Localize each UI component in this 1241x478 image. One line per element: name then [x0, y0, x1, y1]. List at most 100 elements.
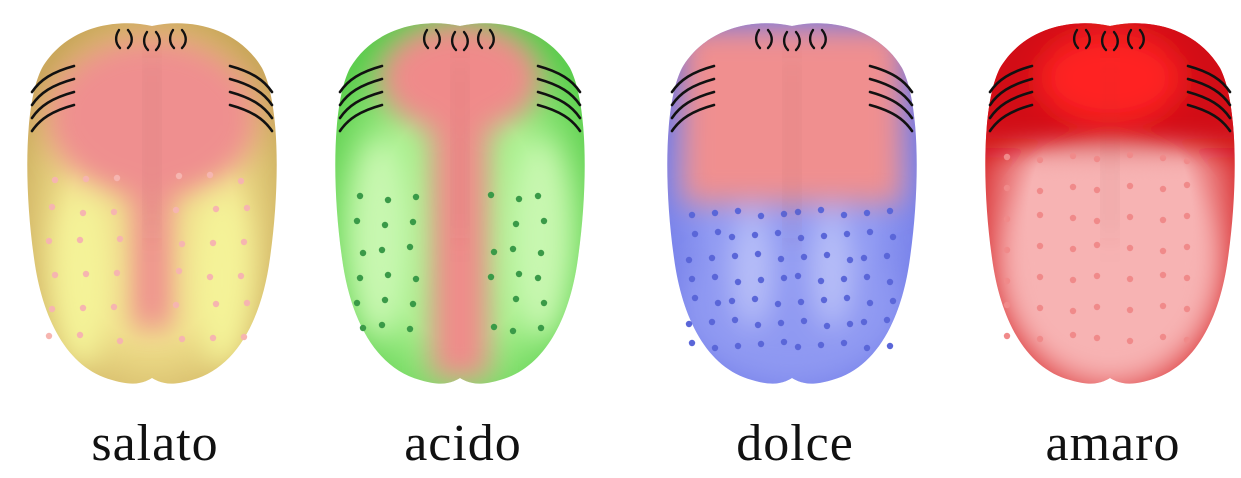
papilla-dot [818, 342, 824, 348]
papilla-dot [824, 323, 830, 329]
papilla-dot [114, 270, 120, 276]
papilla-dot [890, 298, 896, 304]
papilla-dot [207, 274, 213, 280]
papilla-dot [516, 271, 522, 277]
papilla-dot [1070, 308, 1076, 314]
tongue-diagram-bitter [958, 0, 1241, 400]
papilla-dot [80, 210, 86, 216]
papilla-dot [407, 326, 413, 332]
papilla-dot [354, 300, 360, 306]
papilla-dot [867, 300, 873, 306]
papilla-dot [538, 325, 544, 331]
papilla-dot [111, 304, 117, 310]
papilla-dot [516, 196, 522, 202]
papilla-dot [117, 338, 123, 344]
papilla-dot [735, 279, 741, 285]
papilla-dot [844, 231, 850, 237]
papilla-dot [77, 332, 83, 338]
papilla-dot [775, 301, 781, 307]
papilla-dot [775, 230, 781, 236]
papilla-dot [735, 208, 741, 214]
tongue-panel-sour: acido [308, 0, 618, 478]
papilla-dot [357, 193, 363, 199]
papilla-dot [385, 272, 391, 278]
papilla-dot [1127, 276, 1133, 282]
papilla-dot [1127, 214, 1133, 220]
papilla-dot [798, 299, 804, 305]
papilla-dot [778, 320, 784, 326]
papilla-dot [1184, 244, 1190, 250]
papilla-dot [1070, 215, 1076, 221]
papilla-dot [244, 300, 250, 306]
papilla-dot [541, 300, 547, 306]
papilla-dot [238, 178, 244, 184]
papilla-dot [379, 247, 385, 253]
papilla-dot [1037, 274, 1043, 280]
papilla-dot [795, 344, 801, 350]
papilla-dot [382, 222, 388, 228]
papilla-dot [795, 273, 801, 279]
papilla-dot [686, 321, 692, 327]
papilla-dot [1070, 153, 1076, 159]
papilla-dot [1127, 183, 1133, 189]
papilla-dot [1070, 332, 1076, 338]
papilla-dot [1094, 187, 1100, 193]
papilla-dot [715, 229, 721, 235]
papilla-dot [758, 341, 764, 347]
papilla-dot [1037, 157, 1043, 163]
papilla-dot [847, 321, 853, 327]
papilla-dot [709, 319, 715, 325]
papilla-dot [213, 301, 219, 307]
papilla-dot [1160, 186, 1166, 192]
papilla-dot [778, 256, 784, 262]
papilla-dot [752, 232, 758, 238]
papilla-dot [887, 279, 893, 285]
papilla-dot [354, 218, 360, 224]
papilla-dot [692, 295, 698, 301]
papilla-dot [1184, 158, 1190, 164]
papilla-dot [80, 305, 86, 311]
papilla-dot [1160, 303, 1166, 309]
papilla-dot [798, 235, 804, 241]
papilla-dot [755, 251, 761, 257]
papilla-dot [173, 207, 179, 213]
papilla-dot [83, 271, 89, 277]
papilla-dot [1037, 188, 1043, 194]
papilla-dot [884, 253, 890, 259]
papilla-dot [1004, 302, 1010, 308]
papilla-dot [861, 319, 867, 325]
taste-label-salty: salato [0, 418, 310, 470]
papilla-dot [173, 302, 179, 308]
papilla-dot [410, 301, 416, 307]
papilla-dot [244, 205, 250, 211]
papilla-dot [1094, 218, 1100, 224]
papilla-dot [1184, 306, 1190, 312]
papilla-dot [357, 275, 363, 281]
papilla-dot [1070, 246, 1076, 252]
papilla-dot [77, 237, 83, 243]
papilla-dot [824, 252, 830, 258]
papilla-dot [210, 240, 216, 246]
papilla-dot [360, 325, 366, 331]
papilla-dot [1094, 273, 1100, 279]
papilla-dot [207, 172, 213, 178]
papilla-dot [864, 345, 870, 351]
papilla-dot [1037, 336, 1043, 342]
papilla-dot [46, 238, 52, 244]
papilla-dot [379, 322, 385, 328]
papilla-dot [213, 206, 219, 212]
papilla-dot [46, 333, 52, 339]
papilla-dot [407, 244, 413, 250]
papilla-dot [535, 193, 541, 199]
papilla-dot [413, 194, 419, 200]
papilla-dot [1004, 216, 1010, 222]
papilla-dot [1037, 243, 1043, 249]
papilla-dot [864, 274, 870, 280]
papilla-dot [692, 231, 698, 237]
papilla-dot [83, 176, 89, 182]
tongue-panel-sweet: dolce [640, 0, 950, 478]
papilla-dot [861, 255, 867, 261]
papilla-dot [844, 295, 850, 301]
papilla-dot [1004, 185, 1010, 191]
papilla-dot [1127, 338, 1133, 344]
